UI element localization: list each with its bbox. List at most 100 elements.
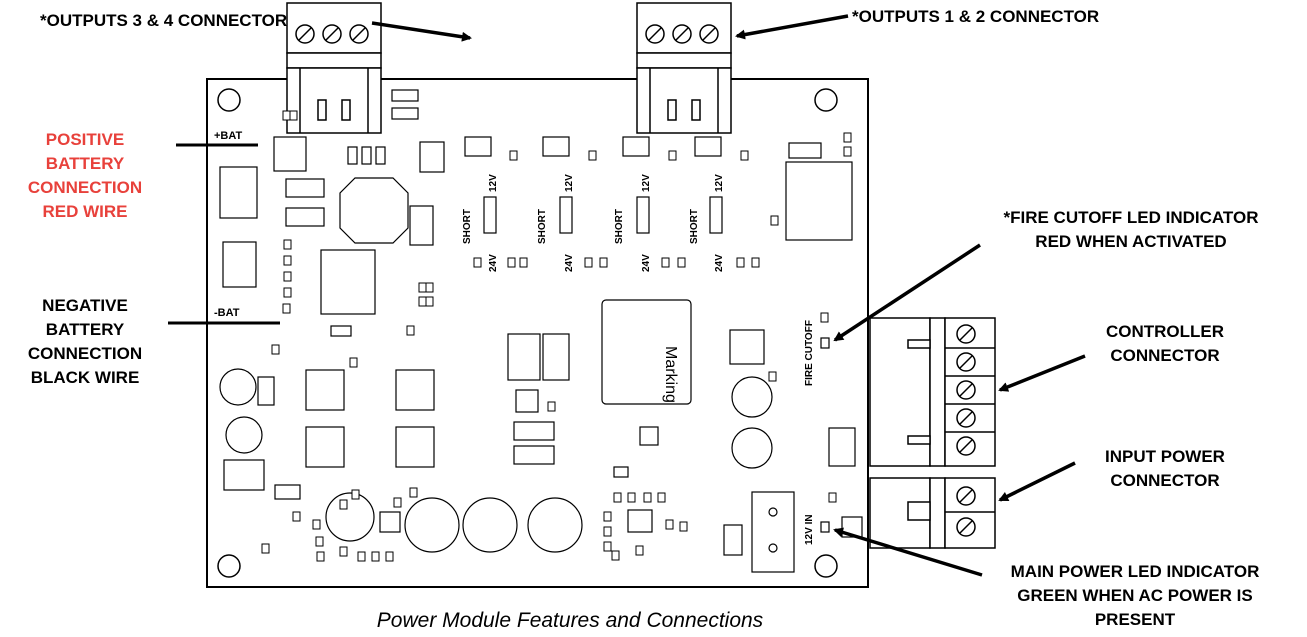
silk-24v-1: 24V [488,254,499,272]
smd-pad [584,257,593,268]
silk-12v-3: 12V [641,174,652,192]
silk-24v-3: 24V [641,254,652,272]
silk-12v-2: 12V [564,174,575,192]
arrow-main-power [833,527,983,577]
label-outputs-34: *OUTPUTS 3 & 4 CONNECTOR [40,11,288,30]
smd-pad [425,282,434,293]
label-outputs-12: *OUTPUTS 1 & 2 CONNECTOR [852,7,1100,26]
smd-pad [668,150,677,161]
smd-pad [473,257,482,268]
smd-pad [282,110,291,121]
smd-pad [261,543,270,554]
smd-pad [339,546,348,557]
smd-pad [283,271,292,282]
smd-pad [271,344,280,355]
small-pads [261,110,852,562]
smd-pad [657,492,666,503]
smd-pad [599,257,608,268]
arrow-outputs-34 [371,21,472,42]
smd-pad [418,282,427,293]
silk-short-2: SHORT [537,209,548,244]
mounting-hole-top-left [217,88,241,112]
outputs-34-terminal-block [286,2,382,134]
silk-plus-bat: +BAT [214,130,242,142]
smd-pad [316,551,325,562]
smd-pad [292,511,301,522]
mounting-hole-bottom-left [217,554,241,578]
main-power-led [820,521,830,533]
mounting-hole-bottom-right [814,554,838,578]
smd-pad [677,257,686,268]
smd-pad [679,521,688,532]
figure-caption: Power Module Features and Connections [376,609,764,632]
silk-fire-cutoff: FIRE CUTOFF [804,320,815,386]
smd-pad [740,150,749,161]
smd-pad [665,519,674,530]
mounting-hole-top-right [814,88,838,112]
smd-pad [371,551,380,562]
silk-12v-1: 12V [488,174,499,192]
arrow-controller [998,354,1086,392]
smd-pad [289,110,298,121]
silk-marking: Marking [662,346,679,403]
smd-pad [627,492,636,503]
smd-pad [349,357,358,368]
silk-24v-4: 24V [714,254,725,272]
smd-pad [770,215,779,226]
outputs-12-terminal-block [636,2,732,134]
smd-pad [315,536,324,547]
silk-12v-in: 12V IN [804,514,815,545]
arrow-fire-cutoff [833,243,981,342]
label-input-power: INPUT POWER CONNECTOR [1105,447,1225,490]
label-controller: CONTROLLER CONNECTOR [1105,322,1225,365]
smd-pad [509,150,518,161]
silk-short-1: SHORT [462,209,473,244]
output-jumpers [483,196,723,234]
fire-cutoff-led [820,337,830,349]
smd-pad [611,550,620,561]
smd-pad [751,257,760,268]
smd-pad [283,287,292,298]
smd-pad [409,487,418,498]
silk-minus-bat: -BAT [214,307,240,319]
smd-pad [282,303,291,314]
label-negative-battery: NEGATIVE BATTERY CONNECTION BLACK WIRE [27,296,143,387]
silk-short-4: SHORT [689,209,700,244]
smd-pad [425,296,434,307]
smd-pad [283,255,292,266]
smd-pad [820,312,829,323]
smd-pad [418,296,427,307]
smd-pad [603,526,612,537]
silk-12v-4: 12V [714,174,725,192]
smd-pad [613,492,622,503]
label-fire-cutoff: *FIRE CUTOFF LED INDICATOR RED WHEN ACTI… [1003,208,1259,251]
smd-pad [603,511,612,522]
smd-pad [768,371,777,382]
smd-pad [507,257,516,268]
smd-pad [283,239,292,250]
smd-pad [588,150,597,161]
silk-24v-2: 24V [564,254,575,272]
smd-pad [357,551,366,562]
smd-pad [393,497,402,508]
silk-short-3: SHORT [614,209,625,244]
smd-pad [828,492,837,503]
controller-terminal-block [869,317,996,467]
arrow-outputs-12 [735,14,849,40]
smd-pad [547,401,556,412]
smd-pad [351,489,360,500]
board-components [219,89,863,573]
smd-pad [843,132,852,143]
label-main-power: MAIN POWER LED INDICATOR GREEN WHEN AC P… [1010,562,1260,629]
smd-pad [339,499,348,510]
input-power-terminal-block [869,477,996,549]
smd-pad [406,325,415,336]
label-positive-battery: POSITIVE BATTERY CONNECTION RED WIRE [27,130,143,221]
smd-pad [843,146,852,157]
smd-pad [661,257,670,268]
smd-pad [603,541,612,552]
smd-pad [312,519,321,530]
smd-pad [385,551,394,562]
